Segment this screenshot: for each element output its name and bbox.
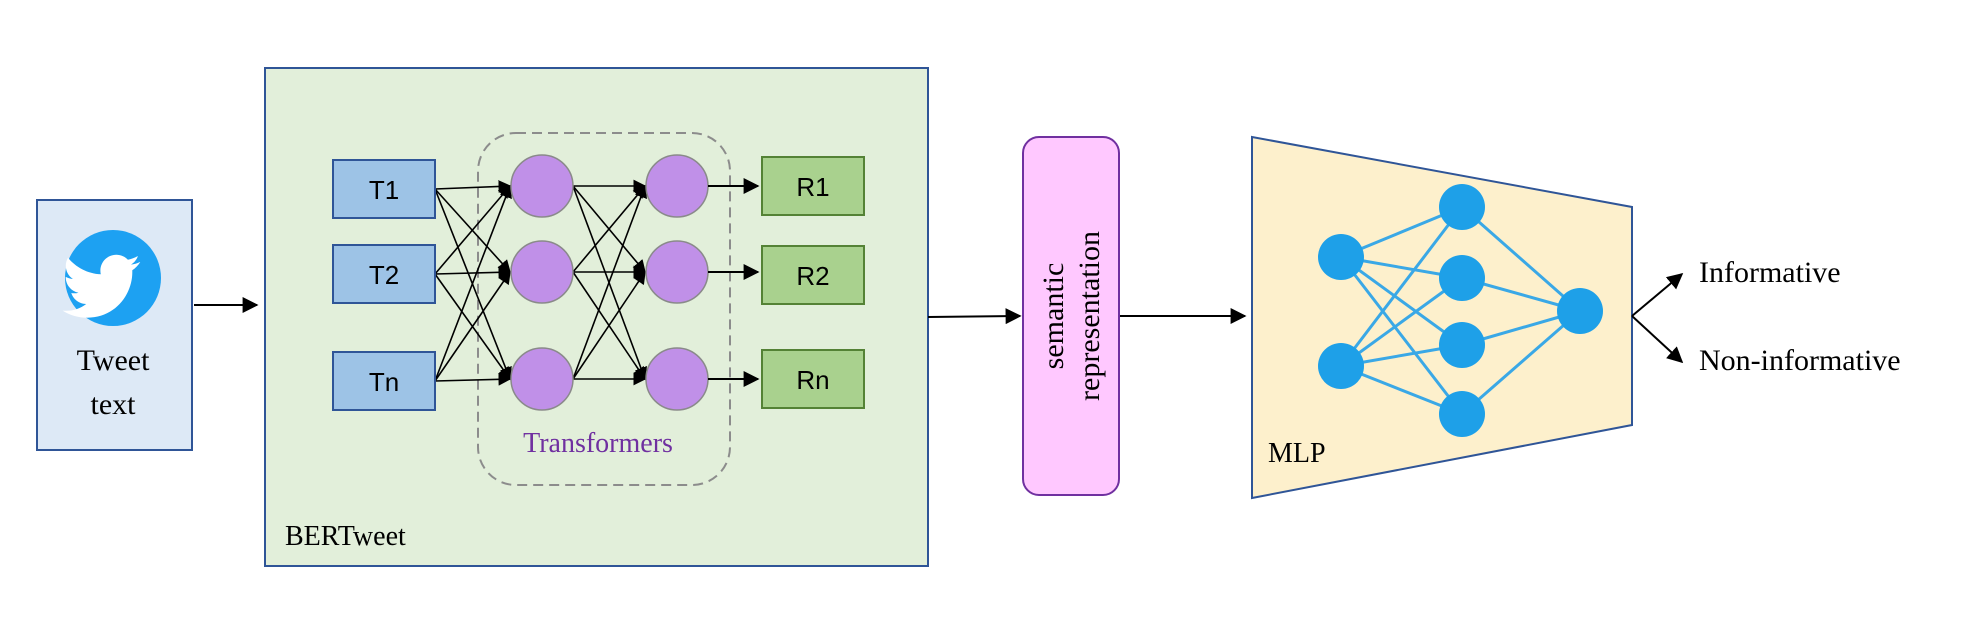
token-label-1: T1: [369, 175, 399, 205]
transformers-label: Transformers: [523, 428, 673, 459]
mlp-nodes: [1318, 184, 1603, 437]
transformer-node-l1-2: [510, 240, 574, 304]
output-label-n: Rn: [796, 365, 829, 395]
link-token-2-to-node-2: [434, 372, 512, 386]
output-label-1: R1: [796, 172, 829, 202]
mlp-hidden-node-4: [1439, 391, 1485, 437]
mlp-edge-in1-h0: [1339, 206, 1464, 367]
output-box-2: R2: [761, 245, 865, 305]
link-node-2-to-node-0: [572, 184, 647, 380]
arrow-to-informative: [1631, 272, 1684, 317]
arrow-encoder-to-representation: [927, 308, 1022, 325]
mlp-block: MLP: [1251, 135, 1633, 500]
link-token-1-to-node-1: [434, 265, 512, 279]
arrow-to-non-informative: [1631, 315, 1684, 364]
mlp-hidden-node-2: [1439, 255, 1485, 301]
tweet-input-box: Tweet text: [36, 199, 193, 451]
token-label-2: T2: [369, 260, 399, 290]
transformer-node-l1-n: [510, 347, 574, 411]
mlp-input-node-1: [1318, 234, 1364, 280]
token-label-n: Tn: [369, 367, 399, 397]
link-token-2-to-node-0: [434, 184, 512, 382]
mlp-edge-in1-h1: [1340, 276, 1463, 368]
encoder-label: BERTweet: [285, 521, 406, 552]
link-token-1-to-node-0: [434, 185, 511, 275]
input-label-line2: text: [91, 388, 137, 421]
class-label-non-informative: Non-informative: [1699, 344, 1901, 377]
mlp-hidden-node-1: [1439, 184, 1485, 230]
class-label-informative: Informative: [1699, 256, 1841, 289]
mlp-label: MLP: [1268, 438, 1326, 469]
output-label-2: R2: [796, 261, 829, 291]
transformer-node-l2-2: [645, 240, 709, 304]
transformer-nodes: [510, 154, 709, 411]
output-box-n: Rn: [761, 349, 865, 409]
output-box-1: R1: [761, 156, 865, 216]
mlp-edge-in0-h3: [1339, 256, 1464, 415]
token-box-n: Tn: [332, 351, 436, 411]
mlp-input-node-2: [1318, 343, 1364, 389]
representation-label-line1: semantic: [1037, 263, 1070, 370]
token-box-2: T2: [332, 244, 436, 304]
link-node-2-to-node-1: [572, 270, 646, 380]
semantic-representation-box: semantic representation: [1022, 136, 1120, 496]
transformer-connections: [434, 179, 647, 386]
mlp-edge-h0-out: [1461, 205, 1581, 313]
token-box-1: T1: [332, 159, 436, 219]
input-label-line1: Tweet: [77, 344, 151, 377]
representation-label-line2: representation: [1073, 231, 1106, 401]
transformer-node-l2-n: [645, 347, 709, 411]
transformer-node-l2-1: [645, 154, 709, 218]
mlp-edge-in0-h2: [1340, 255, 1463, 347]
transformers-region: Transformers: [477, 132, 731, 486]
twitter-bird-icon: [62, 230, 161, 326]
link-token-2-to-node-1: [434, 270, 511, 382]
link-node-1-to-node-0: [572, 185, 646, 273]
mlp-output-node: [1557, 288, 1603, 334]
link-token-0-to-node-0: [434, 180, 512, 193]
transformer-node-l1-1: [510, 154, 574, 218]
mlp-hidden-node-3: [1439, 322, 1485, 368]
mlp-edge-h3-out: [1461, 309, 1581, 416]
